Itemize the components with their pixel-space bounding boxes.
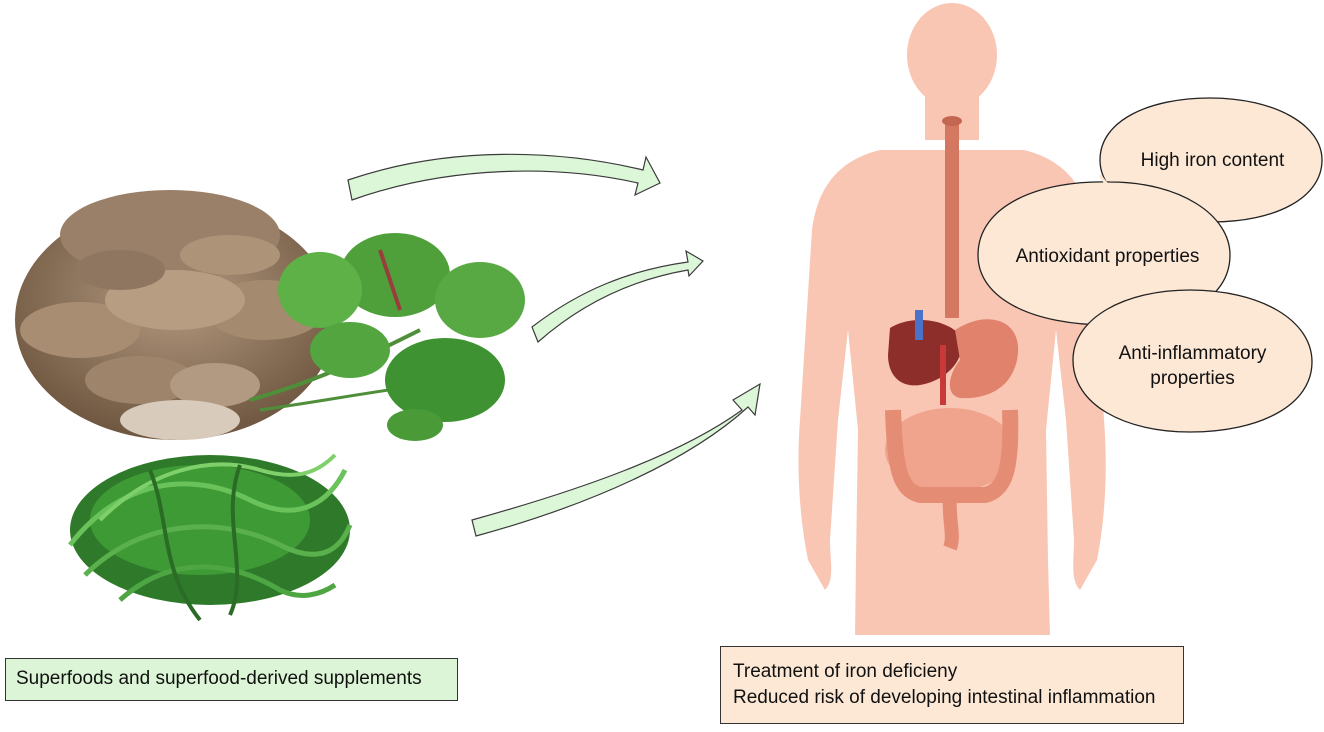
source-label: Superfoods and superfood-derived supplem… (16, 668, 422, 689)
outcome-iron-deficiency: Treatment of iron deficieny (733, 661, 958, 682)
seaweed-image (68, 453, 353, 622)
arrow-top (347, 153, 661, 201)
source-label-box: Superfoods and superfood-derived supplem… (5, 658, 458, 701)
bubble-antioxidant (977, 181, 1231, 326)
benefit-text-anti-inflammatory: Anti-inflammatory properties (1118, 343, 1267, 389)
outcome-intestinal-inflammation: Reduced risk of developing intestinal in… (733, 687, 1156, 708)
outcome-box: Treatment of iron deficieny Reduced risk… (720, 646, 1184, 724)
benefit-bubbles (977, 97, 1323, 433)
arrow-bottom (471, 382, 761, 537)
benefit-text-high-iron: High iron content (1140, 150, 1285, 171)
digestive-tract (885, 116, 1019, 551)
mushroom-image (15, 190, 335, 440)
arrow-middle (531, 249, 704, 344)
bubble-anti-inflammatory (1072, 289, 1313, 433)
amaranth-leaves-image (249, 233, 525, 441)
benefit-text-antioxidant: Antioxidant properties (1015, 246, 1200, 267)
